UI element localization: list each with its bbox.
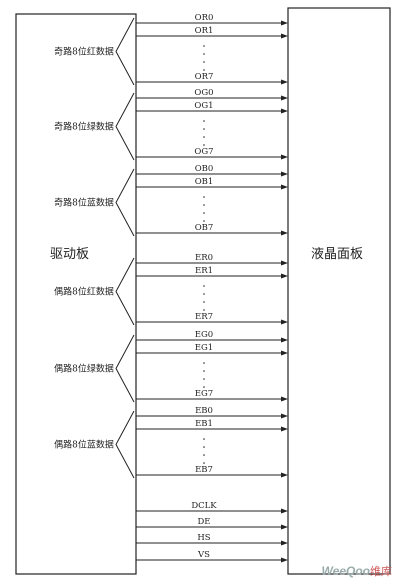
signal-label: ER1 xyxy=(195,266,213,276)
control-signal: VS xyxy=(136,550,288,563)
ellipsis-dot xyxy=(203,120,205,122)
group-brace xyxy=(115,168,135,237)
signal-label: EG0 xyxy=(195,330,213,340)
watermark-cn: 维库 xyxy=(370,566,392,578)
signal-label: ER7 xyxy=(195,312,213,322)
ellipsis-dot xyxy=(203,301,205,303)
ellipsis-dot xyxy=(203,136,205,138)
group-brace xyxy=(115,17,135,86)
ellipsis-dot xyxy=(203,144,205,146)
ellipsis-dot xyxy=(203,309,205,311)
signal-label: OR7 xyxy=(195,72,214,82)
signal-label: EB0 xyxy=(195,406,213,416)
signal-arrow xyxy=(136,171,288,177)
ellipsis-dot xyxy=(203,438,205,440)
control-arrow xyxy=(136,508,288,514)
ellipsis-dot xyxy=(203,293,205,295)
control-label: HS xyxy=(197,533,210,543)
group-brace xyxy=(115,410,135,479)
signal-arrow xyxy=(136,426,288,432)
driver-board-box xyxy=(15,13,137,575)
control-arrow xyxy=(136,540,288,546)
control-label: DE xyxy=(197,517,210,527)
group-label: 奇路8位蓝数据 xyxy=(54,197,114,209)
control-arrow xyxy=(136,557,288,563)
ellipsis-dot xyxy=(203,69,205,71)
control-signal: DCLK xyxy=(136,501,288,514)
group-label: 奇路8位红数据 xyxy=(54,46,114,58)
ellipsis-dot xyxy=(203,378,205,380)
ellipsis-dot xyxy=(203,462,205,464)
lcd-panel-label: 液晶面板 xyxy=(311,247,363,262)
control-signal: DE xyxy=(136,517,288,530)
signal-arrow xyxy=(136,184,288,190)
ellipsis-dot xyxy=(203,45,205,47)
ellipsis-dot xyxy=(203,454,205,456)
group-label: 偶路8位绿数据 xyxy=(54,363,114,375)
signal-arrow xyxy=(136,260,288,266)
group-brace xyxy=(115,334,135,403)
signal-arrow xyxy=(136,230,288,236)
group-brace xyxy=(115,257,135,326)
signal-arrow xyxy=(136,337,288,343)
group-label: 偶路8位红数据 xyxy=(54,286,114,298)
ellipsis-dot xyxy=(203,370,205,372)
watermark: WeeQoo维库 xyxy=(322,563,392,579)
signal-label: EG7 xyxy=(195,389,213,399)
signal-arrow xyxy=(136,95,288,101)
ellipsis-dot xyxy=(203,196,205,198)
signal-label: OR0 xyxy=(195,13,214,23)
signal-label: OG1 xyxy=(194,101,213,111)
ellipsis-dot xyxy=(203,212,205,214)
ellipsis-dot xyxy=(203,220,205,222)
group-label: 奇路8位绿数据 xyxy=(54,121,114,133)
control-arrow xyxy=(136,524,288,530)
ellipsis-dot xyxy=(203,362,205,364)
signal-label: EG1 xyxy=(195,343,213,353)
signal-label: ER0 xyxy=(195,253,213,263)
signal-arrow xyxy=(136,319,288,325)
ellipsis-dot xyxy=(203,53,205,55)
signal-arrow xyxy=(136,273,288,279)
ellipsis-dot xyxy=(203,61,205,63)
driver-board-label: 驱动板 xyxy=(50,247,89,262)
signal-label: OR1 xyxy=(195,26,214,36)
signal-label: EB1 xyxy=(195,419,213,429)
signal-arrow xyxy=(136,413,288,419)
ellipsis-dot xyxy=(203,285,205,287)
signal-arrow xyxy=(136,472,288,478)
signal-arrow xyxy=(136,350,288,356)
group-label: 偶路8位蓝数据 xyxy=(54,439,114,451)
lcd-panel-box xyxy=(287,7,391,575)
control-signal: HS xyxy=(136,533,288,546)
ellipsis-dot xyxy=(203,128,205,130)
signal-arrow xyxy=(136,20,288,26)
signal-arrow xyxy=(136,154,288,160)
signal-label: OG0 xyxy=(194,88,213,98)
signal-label: OG7 xyxy=(194,147,213,157)
ellipsis-dot xyxy=(203,386,205,388)
signal-arrow xyxy=(136,33,288,39)
control-label: VS xyxy=(197,550,210,560)
ellipsis-dot xyxy=(203,204,205,206)
signal-label: OB7 xyxy=(195,223,214,233)
signal-label: OB0 xyxy=(195,164,214,174)
signal-arrow xyxy=(136,396,288,402)
watermark-brand: WeeQoo xyxy=(321,564,370,578)
group-brace xyxy=(115,92,135,161)
ellipsis-dot xyxy=(203,446,205,448)
signal-arrow xyxy=(136,79,288,85)
control-label: DCLK xyxy=(191,501,217,511)
signal-arrow xyxy=(136,108,288,114)
signal-label: EB7 xyxy=(195,465,213,475)
signal-label: OB1 xyxy=(195,177,214,187)
